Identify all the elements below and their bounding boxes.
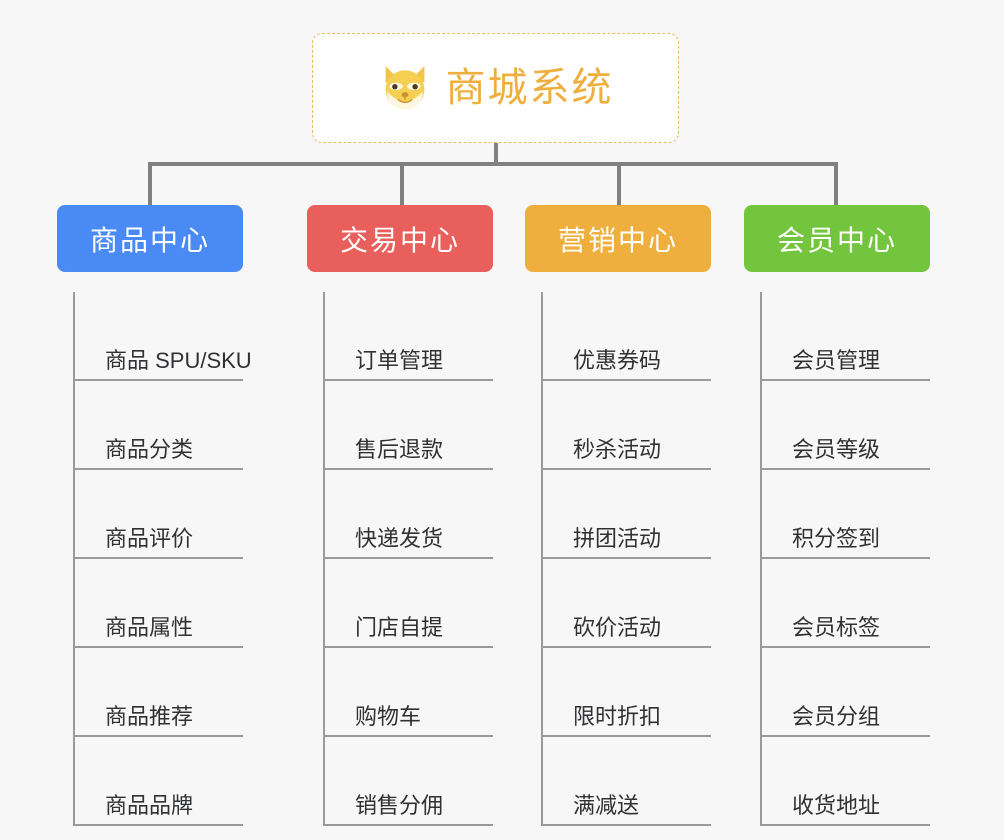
branch-header-member[interactable]: 会员中心 bbox=[744, 205, 930, 272]
branch-header-label: 交易中心 bbox=[339, 224, 460, 256]
connector-drop-1 bbox=[148, 162, 152, 207]
list-item[interactable]: 快递发货 bbox=[325, 470, 493, 559]
leaf-label: 销售分佣 bbox=[355, 792, 444, 818]
list-item[interactable]: 销售分佣 bbox=[325, 737, 493, 826]
list-item[interactable]: 商品 SPU/SKU bbox=[75, 292, 252, 381]
list-item[interactable]: 商品推荐 bbox=[75, 648, 243, 737]
leaf-list-product: 商品 SPU/SKU 商品分类 商品评价 商品属性 商品推荐 商品品牌 bbox=[73, 292, 252, 826]
leaf-label: 售后退款 bbox=[355, 436, 444, 462]
leaf-label: 满减送 bbox=[573, 792, 640, 818]
leaf-label: 快递发货 bbox=[355, 525, 444, 551]
branch-header-marketing[interactable]: 营销中心 bbox=[525, 205, 711, 272]
leaf-label: 限时折扣 bbox=[573, 703, 662, 729]
list-item[interactable]: 订单管理 bbox=[325, 292, 493, 381]
branch-header-product[interactable]: 商品中心 bbox=[57, 205, 243, 272]
list-item[interactable]: 收货地址 bbox=[762, 737, 930, 826]
list-item[interactable]: 拼团活动 bbox=[543, 470, 711, 559]
branch-column-member: 会员中心 会员管理 会员等级 积分签到 会员标签 会员分组 收货地址 bbox=[744, 205, 930, 826]
leaf-label: 购物车 bbox=[355, 703, 422, 729]
branch-header-label: 营销中心 bbox=[557, 224, 678, 256]
leaf-label: 秒杀活动 bbox=[573, 436, 662, 462]
list-item[interactable]: 会员等级 bbox=[762, 381, 930, 470]
list-item[interactable]: 砍价活动 bbox=[543, 559, 711, 648]
list-item[interactable]: 秒杀活动 bbox=[543, 381, 711, 470]
list-item[interactable]: 商品评价 bbox=[75, 470, 243, 559]
leaf-label: 会员标签 bbox=[792, 614, 881, 640]
connector-drop-4 bbox=[834, 162, 838, 207]
list-item[interactable]: 满减送 bbox=[543, 737, 711, 826]
branch-header-trade[interactable]: 交易中心 bbox=[307, 205, 493, 272]
list-item[interactable]: 商品分类 bbox=[75, 381, 243, 470]
leaf-label: 商品属性 bbox=[105, 614, 194, 640]
list-item[interactable]: 会员管理 bbox=[762, 292, 930, 381]
connector-horizontal-bus bbox=[148, 162, 838, 166]
branch-header-label: 商品中心 bbox=[89, 224, 210, 256]
root-node-mall-system[interactable]: 商城系统 bbox=[312, 33, 679, 143]
leaf-label: 门店自提 bbox=[355, 614, 444, 640]
leaf-label: 商品 SPU/SKU bbox=[105, 347, 252, 373]
branch-column-product: 商品中心 商品 SPU/SKU 商品分类 商品评价 商品属性 商品推荐 商品品牌 bbox=[57, 205, 252, 826]
list-item[interactable]: 商品品牌 bbox=[75, 737, 243, 826]
leaf-label: 商品分类 bbox=[105, 436, 194, 462]
list-item[interactable]: 限时折扣 bbox=[543, 648, 711, 737]
list-item[interactable]: 积分签到 bbox=[762, 470, 930, 559]
leaf-label: 砍价活动 bbox=[573, 614, 662, 640]
leaf-list-trade: 订单管理 售后退款 快递发货 门店自提 购物车 销售分佣 bbox=[323, 292, 493, 826]
leaf-label: 拼团活动 bbox=[573, 525, 662, 551]
connector-drop-2 bbox=[400, 162, 404, 207]
branch-column-trade: 交易中心 订单管理 售后退款 快递发货 门店自提 购物车 销售分佣 bbox=[307, 205, 493, 826]
leaf-label: 积分签到 bbox=[792, 525, 881, 551]
leaf-label: 收货地址 bbox=[792, 792, 881, 818]
list-item[interactable]: 会员分组 bbox=[762, 648, 930, 737]
leaf-label: 会员分组 bbox=[792, 703, 881, 729]
list-item[interactable]: 商品属性 bbox=[75, 559, 243, 648]
branch-column-marketing: 营销中心 优惠券码 秒杀活动 拼团活动 砍价活动 限时折扣 满减送 bbox=[525, 205, 711, 826]
leaf-label: 商品品牌 bbox=[105, 792, 194, 818]
leaf-label: 会员等级 bbox=[792, 436, 881, 462]
list-item[interactable]: 门店自提 bbox=[325, 559, 493, 648]
leaf-list-marketing: 优惠券码 秒杀活动 拼团活动 砍价活动 限时折扣 满减送 bbox=[541, 292, 711, 826]
leaf-label: 优惠券码 bbox=[573, 347, 662, 373]
connector-root-stem bbox=[494, 143, 498, 166]
list-item[interactable]: 会员标签 bbox=[762, 559, 930, 648]
shiba-dog-emoji bbox=[378, 61, 432, 115]
list-item[interactable]: 购物车 bbox=[325, 648, 493, 737]
leaf-label: 会员管理 bbox=[792, 347, 881, 373]
root-node-label: 商城系统 bbox=[445, 66, 614, 110]
leaf-list-member: 会员管理 会员等级 积分签到 会员标签 会员分组 收货地址 bbox=[760, 292, 930, 826]
connector-drop-3 bbox=[617, 162, 621, 207]
list-item[interactable]: 优惠券码 bbox=[543, 292, 711, 381]
leaf-label: 商品推荐 bbox=[105, 703, 194, 729]
leaf-label: 订单管理 bbox=[355, 347, 444, 373]
leaf-label: 商品评价 bbox=[105, 525, 194, 551]
list-item[interactable]: 售后退款 bbox=[325, 381, 493, 470]
branch-header-label: 会员中心 bbox=[776, 224, 897, 256]
